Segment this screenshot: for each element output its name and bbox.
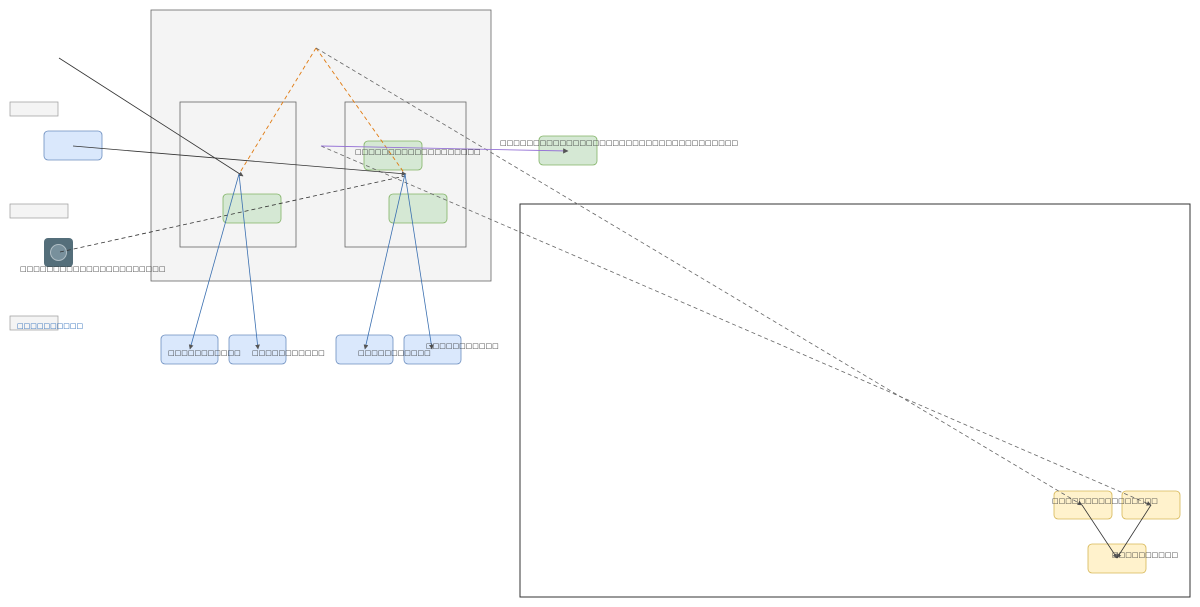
right-green-node-label: □□□□□□□□□□□□□□□□□□□□□□□□□□□□□□□□□□□□	[500, 139, 738, 147]
legend-box-top[interactable]	[9, 101, 59, 117]
bottom-node-3[interactable]	[335, 334, 394, 365]
target-icon[interactable]	[44, 238, 73, 267]
bottom-node-1-label: □□□□□□□□□□□	[168, 349, 241, 357]
dashed-edge-icon[interactable]	[59, 175, 406, 253]
legend-blue-node[interactable]	[43, 130, 103, 161]
legend-box-middle[interactable]	[9, 203, 69, 219]
purple-edge-label: □□□□□□□□□□□□□□□□□□□	[355, 148, 481, 156]
orange-edge-left[interactable]	[238, 47, 317, 175]
blue-edge-4[interactable]	[404, 173, 434, 350]
legend-link[interactable]: □□□□□□□□□□	[17, 322, 83, 330]
inner-container-right[interactable]	[344, 101, 467, 248]
dark-icon-caption: □□□□□□□□□□□□□□□□□□□□□□	[20, 265, 166, 273]
bottom-node-1[interactable]	[160, 334, 219, 365]
edge-blue-node-to-right[interactable]	[72, 145, 407, 177]
bottom-node-4-label: □□□□□□□□□□□	[426, 342, 499, 350]
green-node-right-top[interactable]	[363, 140, 423, 171]
bottom-node-2-label: □□□□□□□□□□□	[252, 349, 325, 357]
green-node-left[interactable]	[222, 193, 282, 224]
inner-container-left[interactable]	[179, 101, 297, 248]
bottom-node-4[interactable]	[403, 334, 462, 365]
blue-edge-2[interactable]	[238, 173, 260, 350]
dashed-edge-right-to-yellow[interactable]	[320, 145, 1152, 506]
yellow-edge-left[interactable]	[1081, 504, 1118, 559]
yellow-node-bottom-label: □□□□□□□□□□	[1112, 551, 1178, 559]
bottom-node-3-label: □□□□□□□□□□□	[358, 349, 431, 357]
blue-edge-3[interactable]	[363, 173, 406, 350]
bottom-node-2[interactable]	[228, 334, 287, 365]
dashed-edge-apex-to-yellow[interactable]	[315, 47, 1083, 506]
edge-top-left-to-inner[interactable]	[58, 57, 244, 177]
blue-edge-1[interactable]	[188, 173, 240, 350]
purple-edge[interactable]	[320, 145, 569, 154]
yellow-node-bottom[interactable]	[1087, 543, 1147, 574]
green-node-right-bottom[interactable]	[388, 193, 448, 224]
outer-group[interactable]	[150, 9, 492, 282]
yellow-node-left-label: □□□□□□□□□□□□□□□□	[1052, 497, 1158, 505]
large-frame[interactable]	[519, 203, 1191, 598]
orange-edge-right[interactable]	[315, 47, 406, 175]
yellow-edge-right[interactable]	[1116, 504, 1152, 559]
legend-box-bottom[interactable]	[9, 315, 59, 331]
yellow-node-left[interactable]	[1053, 490, 1113, 520]
